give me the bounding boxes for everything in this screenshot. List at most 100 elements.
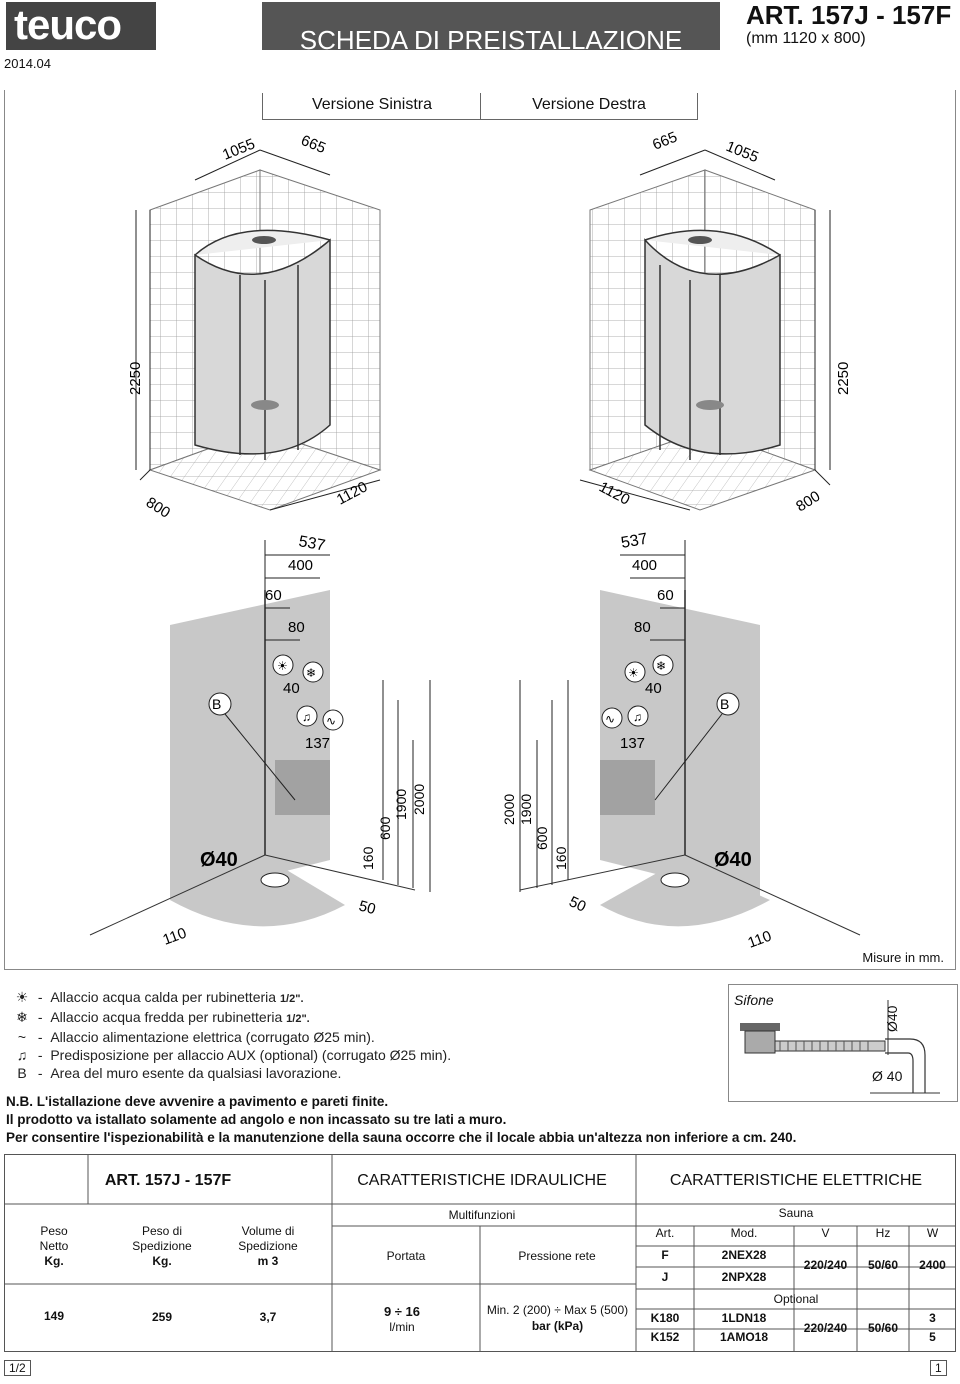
dim-80-right: 80 [634, 619, 651, 636]
peso-netto-l1: Peso [40, 1224, 68, 1238]
wave-icon-left: ∿ [326, 714, 336, 728]
sun-icon-left: ☀ [277, 659, 288, 673]
dim-400-left: 400 [288, 557, 313, 574]
dim-2250-left: 2250 [127, 362, 144, 395]
units-note: Misure in mm. [862, 950, 944, 965]
spec-electric-title: CARATTERISTICHE ELETTRICHE [669, 1172, 923, 1189]
pressione-header: Pressione rete [518, 1249, 596, 1263]
el-shared-w: 2400 [919, 1258, 946, 1272]
dim-80-left: 80 [288, 619, 305, 636]
el-col-art: Art. [655, 1226, 675, 1240]
wall-plan-right: ☀ ❄ ∿ ♫ [519, 540, 861, 936]
article-code: ART. 157J - 157F [746, 0, 952, 30]
dim-2000-right: 2000 [501, 794, 517, 825]
val-pressione-unit: bar (kPa) [531, 1319, 584, 1333]
dim-600-right: 600 [534, 826, 550, 850]
el-row1-art: F [661, 1248, 669, 1262]
dim-1900-left: 1900 [393, 789, 409, 820]
dim-600-left: 600 [377, 816, 393, 840]
dim-50-left: 50 [357, 897, 378, 918]
dim-110-left: 110 [161, 925, 189, 949]
legend-text-b: Area del muro esente da qualsiasi lavora… [50, 1065, 342, 1081]
dim-40-left: 40 [283, 680, 300, 697]
sifone-phi-vertical: Ø40 [884, 1005, 900, 1032]
legend-dash: - [37, 1009, 43, 1025]
opt-row1-w: 3 [929, 1311, 936, 1325]
dim-60-right: 60 [657, 587, 674, 604]
shower-3d-left [148, 169, 382, 511]
dim-665-left: 665 [299, 132, 329, 157]
legend-text-power: Allaccio alimentazione elettrica (corrug… [50, 1029, 375, 1045]
phi40-right: Ø40 [714, 849, 752, 871]
music-note-icon-left: ♫ [302, 710, 311, 724]
sifone-box [728, 984, 958, 1102]
dim-2000-left: 2000 [411, 784, 427, 815]
el-col-mod: Mod. [730, 1226, 758, 1240]
sifone-drawing [740, 1000, 940, 1094]
teuco-logo: teuco [6, 2, 156, 50]
volume-l3: m 3 [257, 1254, 279, 1268]
val-portata: 9 ÷ 16 [383, 1304, 421, 1319]
el-col-hz: Hz [875, 1226, 891, 1240]
wave-icon-right: ∿ [605, 712, 615, 726]
volume-l1: Volume di [241, 1224, 295, 1238]
opt-shared-v: 220/240 [803, 1321, 848, 1335]
dims-top-left [135, 149, 381, 511]
version-right-tab: Versione Destra [480, 93, 698, 120]
dim-1900-right: 1900 [518, 794, 534, 825]
dim-537-right: 537 [620, 531, 649, 552]
val-portata-unit: l/min [389, 1320, 415, 1334]
opt-row1-art: K180 [650, 1311, 680, 1325]
val-volume: 3,7 [259, 1310, 277, 1324]
el-col-w: W [926, 1226, 939, 1240]
page-title-text: SCHEDA DI PREISTALLAZIONE [299, 25, 683, 55]
dim-110-right: 110 [746, 928, 774, 952]
dim-537-left: 537 [297, 533, 326, 554]
volume-header: Volume di Spedizione m 3 [218, 1224, 318, 1269]
version-left-tab: Versione Sinistra [262, 93, 482, 120]
spec-idraulic-title: CARATTERISTICHE IDRAULICHE [357, 1172, 607, 1189]
sun-icon-right: ☀ [628, 666, 639, 680]
peso-sped-l2: Spedizione [132, 1239, 192, 1253]
legend: ☀ - Allaccio acqua calda per rubinetteri… [10, 988, 451, 1082]
b-label-left: B [212, 696, 221, 712]
opt-row2-w: 5 [929, 1330, 936, 1344]
opt-row2-mod: 1AMO18 [719, 1330, 769, 1344]
legend-suffix-hot: 1/2". [279, 993, 304, 1005]
wave-icon: ~ [17, 1029, 27, 1045]
shower-3d-right [588, 169, 817, 511]
spec-art-title: ART. 157J - 157F [104, 1172, 232, 1189]
el-row1-mod: 2NEX28 [721, 1248, 767, 1262]
portata-header: Portata [386, 1249, 426, 1263]
opt-row2-art: K152 [650, 1330, 680, 1344]
note-3: Per consentire l'ispezionabilità e la ma… [6, 1130, 797, 1145]
legend-b-letter: B [17, 1065, 27, 1081]
legend-dash: - [37, 1065, 43, 1081]
legend-row-cold: ❄ - Allaccio acqua fredda per rubinetter… [10, 1008, 451, 1028]
volume-l2: Spedizione [238, 1239, 298, 1253]
peso-netto-l2: Netto [39, 1239, 69, 1253]
val-peso-netto: 149 [43, 1309, 65, 1323]
dim-137-right: 137 [620, 735, 645, 752]
wall-plan-left: ☀ ❄ ♫ ∿ [89, 540, 431, 936]
legend-row-b: B - Area del muro esente da qualsiasi la… [10, 1064, 451, 1082]
snowflake-icon-left: ❄ [306, 666, 316, 680]
dim-800-left: 800 [143, 494, 173, 522]
dim-50-right: 50 [566, 893, 588, 915]
peso-sped-l3: Kg. [152, 1254, 172, 1268]
peso-netto-l3: Kg. [44, 1254, 64, 1268]
phi40-left: Ø40 [200, 849, 238, 871]
b-label-right: B [720, 696, 729, 712]
legend-suffix-cold: 1/2". [286, 1013, 310, 1025]
opt-shared-hz: 50/60 [867, 1321, 899, 1335]
optional-header: Optional [773, 1292, 819, 1306]
music-note-icon: ♫ [16, 1047, 28, 1063]
legend-text-aux: Predisposizione per allaccio AUX (option… [50, 1047, 452, 1063]
dim-160-right: 160 [553, 846, 569, 870]
snowflake-icon: ❄ [16, 1009, 28, 1025]
drawing-frame [4, 90, 956, 970]
dim-137-left: 137 [305, 735, 330, 752]
multifunzioni-header: Multifunzioni [448, 1208, 516, 1222]
sun-icon: ☀ [15, 989, 29, 1005]
note-1: N.B. L'istallazione deve avvenire a pavi… [6, 1094, 389, 1109]
